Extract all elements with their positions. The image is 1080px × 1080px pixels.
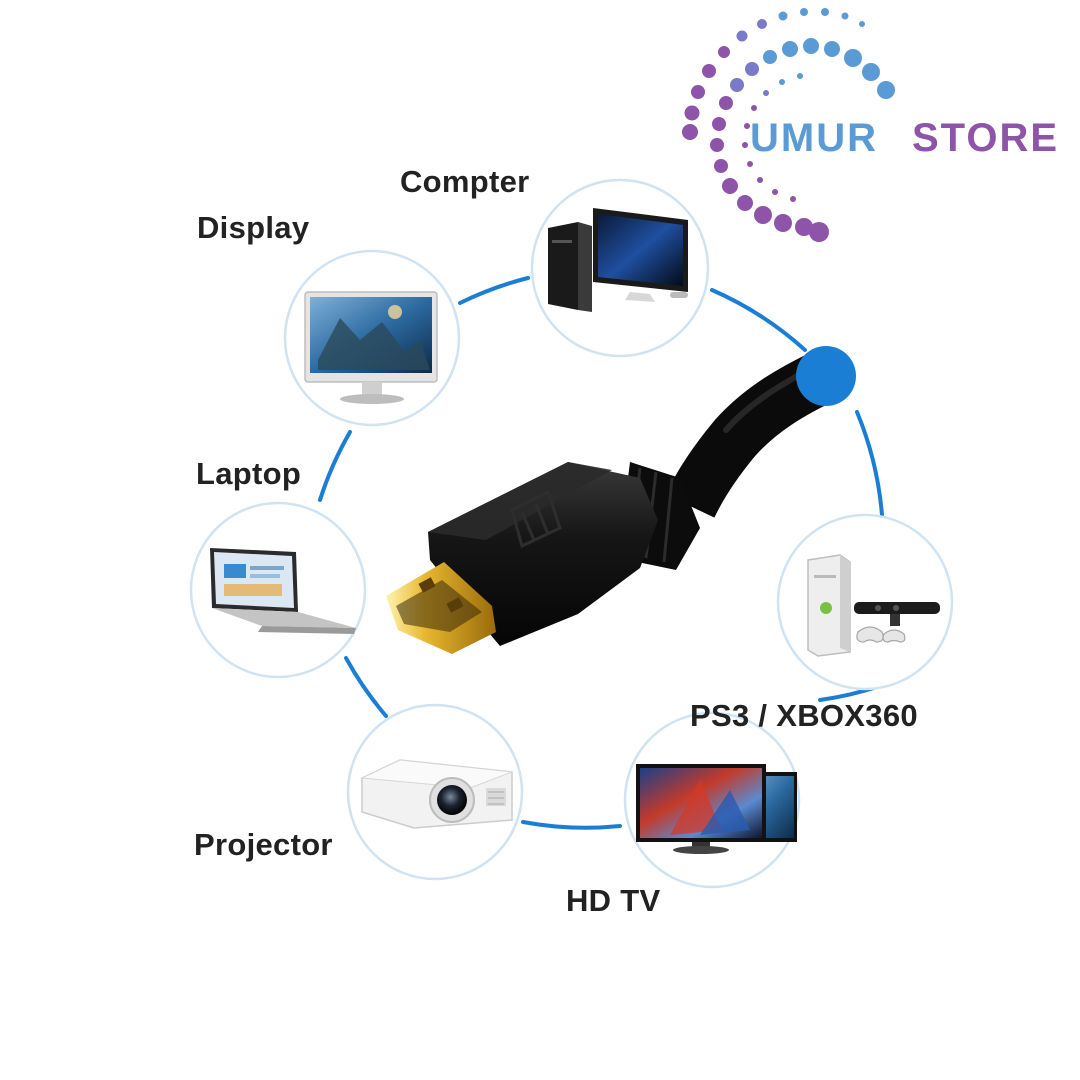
label-projector: Projector xyxy=(194,827,333,862)
cable-node-dot xyxy=(796,346,856,406)
brand-logo-icon xyxy=(682,8,895,242)
label-display: Display xyxy=(197,210,310,245)
tv-icon xyxy=(636,764,797,854)
label-hd-tv: HD TV xyxy=(566,883,661,918)
device-node-tv xyxy=(623,711,801,889)
console-icon xyxy=(807,554,940,657)
device-node-projector xyxy=(346,703,524,881)
projector-icon xyxy=(360,759,513,829)
device-node-display xyxy=(283,249,461,427)
device-node-console xyxy=(776,513,954,691)
hdmi-plug-icon xyxy=(386,349,840,654)
laptop-icon xyxy=(210,548,356,634)
monitor-icon xyxy=(304,291,438,404)
label-console: PS3 / XBOX360 xyxy=(690,698,918,733)
label-laptop: Laptop xyxy=(196,456,302,491)
device-node-computer xyxy=(530,178,710,358)
brand-name-store: STORE xyxy=(912,116,1060,160)
brand-name-umur: UMUR xyxy=(750,116,878,160)
device-node-laptop xyxy=(189,501,367,679)
computer-icon xyxy=(548,208,688,312)
label-computer: Compter xyxy=(400,164,530,199)
